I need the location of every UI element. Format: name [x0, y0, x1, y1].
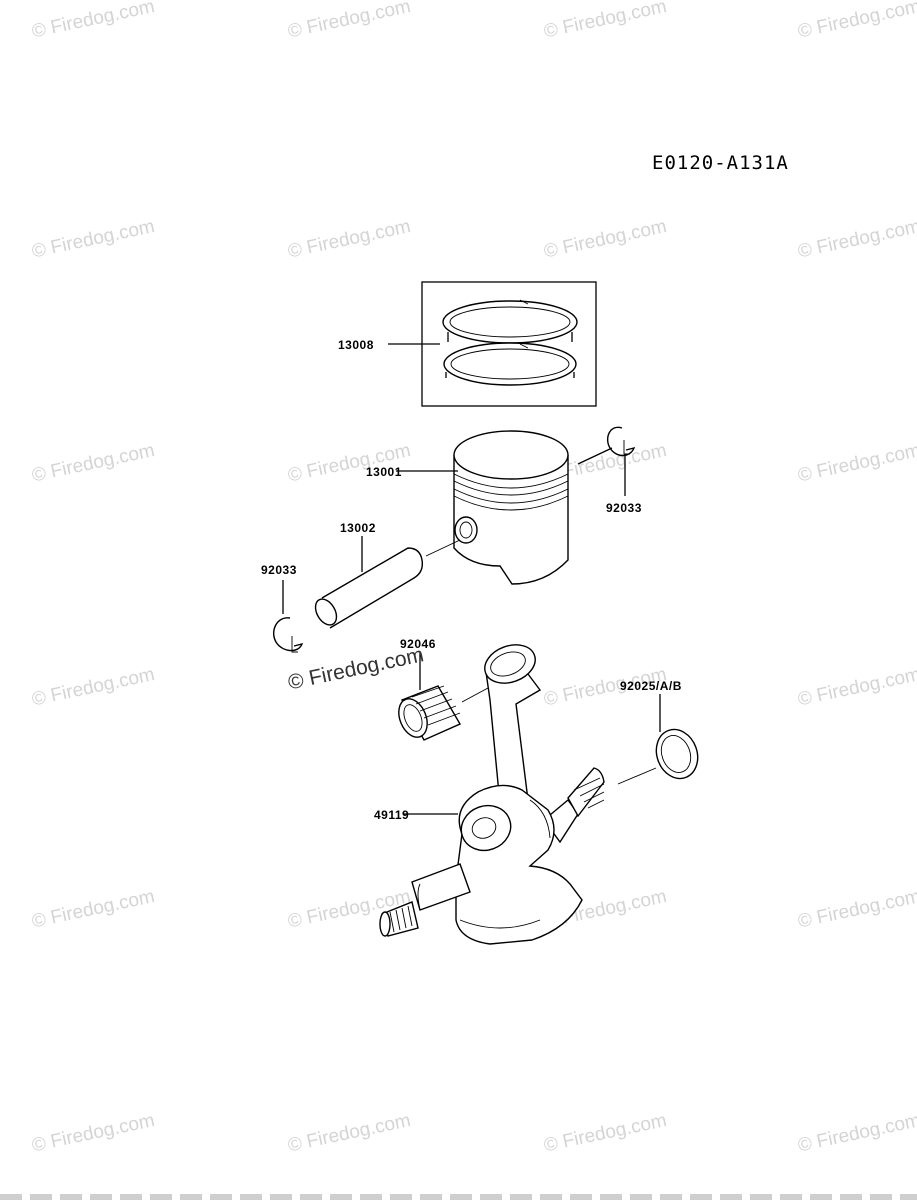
shim-washer[interactable] — [650, 724, 705, 785]
part-label-13002[interactable]: 13002 — [340, 521, 376, 535]
piston-rings[interactable] — [421, 281, 597, 407]
piston[interactable] — [453, 430, 569, 585]
part-label-13001[interactable]: 13001 — [366, 465, 402, 479]
part-label-92046[interactable]: 92046 — [400, 637, 436, 651]
diagram-code: E0120-A131A — [652, 152, 789, 174]
part-label-92025[interactable]: 92025/A/B — [620, 679, 682, 693]
piston-pin[interactable] — [311, 547, 424, 629]
circlip-right[interactable] — [606, 426, 636, 457]
needle-bearing[interactable] — [393, 685, 461, 741]
leader-92025-dash — [617, 767, 657, 785]
circlip-left[interactable] — [272, 617, 304, 653]
part-label-49119[interactable]: 49119 — [374, 808, 409, 822]
crankshaft[interactable] — [379, 638, 605, 945]
part-label-13008[interactable]: 13008 — [338, 338, 374, 352]
leader-13002-dash — [425, 539, 461, 557]
leader-92046-dash — [461, 687, 489, 703]
part-label-92033-right[interactable]: 92033 — [606, 501, 642, 515]
leader-92033-right-dash — [577, 447, 613, 465]
bottom-strip — [0, 1194, 917, 1200]
part-label-92033-left[interactable]: 92033 — [261, 563, 297, 577]
